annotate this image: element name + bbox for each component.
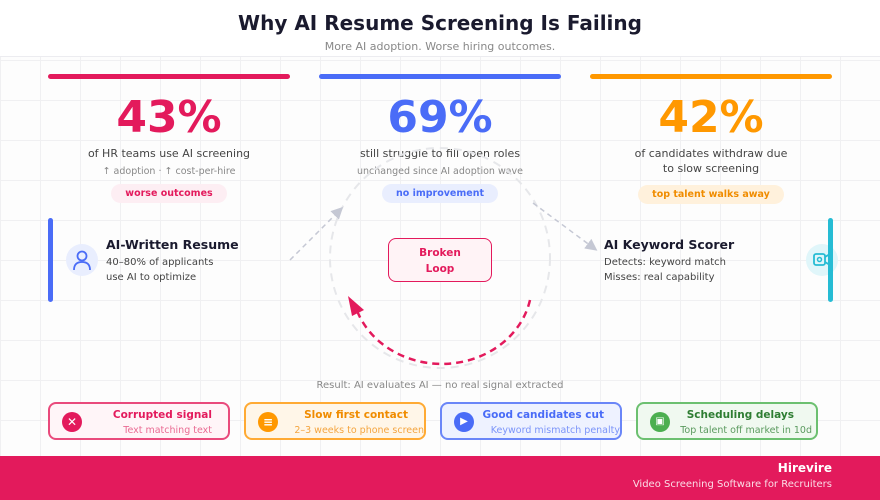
card-title: Good candidates cut (482, 409, 604, 421)
red-loop-arrow (354, 299, 532, 366)
stat-open-roles: 69% still struggle to fill open roles un… (319, 74, 561, 203)
stat-badge: top talent walks away (638, 185, 784, 204)
page-title: Why AI Resume Screening Is Failing (238, 11, 642, 35)
card-title: Scheduling delays (686, 409, 794, 421)
node-ai-written-resume: AI-Written Resume 40–80% of applicants u… (106, 237, 239, 285)
stat-value: 43% (116, 92, 222, 143)
result-text: Result: AI evaluates AI — no real signal… (316, 380, 564, 391)
left-accent (48, 218, 53, 302)
header: Why AI Resume Screening Is Failing More … (0, 0, 880, 57)
stat-value: 69% (387, 92, 493, 143)
stat-desc: to slow screening (662, 162, 760, 175)
stat-value: 42% (658, 92, 764, 143)
arrowhead-icon (348, 296, 364, 316)
node-line: Misses: real capability (604, 272, 715, 283)
card-good-candidates-cut: ▶ Good candidates cut Keyword mismatch p… (440, 402, 622, 440)
card-title: Slow first contact (304, 409, 408, 421)
loop-label: Broken (419, 247, 461, 259)
arrow-to-right (532, 202, 598, 251)
card-sub: Top talent off market in 10d (680, 425, 812, 436)
node-line: use AI to optimize (106, 272, 197, 283)
card-sub: Text matching text (123, 425, 212, 436)
stat-badge: worse outcomes (111, 184, 227, 203)
list-icon: ≡ (258, 412, 278, 432)
stat-hr-teams: 43% of HR teams use AI screening ↑ adopt… (48, 74, 290, 203)
accent-bar (319, 74, 561, 79)
play-icon: ▶ (454, 412, 474, 432)
card-title: Corrupted signal (112, 409, 212, 421)
node-title: AI Keyword Scorer (604, 237, 735, 252)
node-ai-keyword-scorer: AI Keyword Scorer Detects: keyword match… (604, 237, 734, 285)
footer: Hirevire Video Screening Software for Re… (0, 456, 880, 500)
card-scheduling-delays: ▣ Scheduling delays Top talent off marke… (636, 402, 818, 440)
node-title: AI-Written Resume (106, 237, 239, 252)
stat-badge: no improvement (381, 184, 499, 203)
stat-desc: of HR teams use AI screening (87, 147, 251, 160)
node-line: Detects: keyword match (604, 257, 726, 268)
right-accent (828, 218, 833, 302)
card-corrupted-signal: ✕ Corrupted signal Text matching text (48, 402, 230, 440)
stat-withdraw: 42% of candidates withdraw due to slow s… (590, 74, 832, 204)
page-subtitle: More AI adoption. Worse hiring outcomes. (324, 40, 556, 53)
card-sub: 2–3 weeks to phone screen (294, 425, 424, 436)
accent-bar (590, 74, 832, 79)
stat-desc: still struggle to fill open roles (359, 147, 521, 160)
card-sub: Keyword mismatch penalty (490, 425, 620, 436)
stat-note: ↑ adoption · ↑ cost-per-hire (102, 166, 236, 177)
brand-tagline: Video Screening Software for Recruiters (632, 479, 832, 490)
brand-name: Hirevire (777, 461, 832, 475)
stat-note: unchanged since AI adoption wave (356, 166, 524, 177)
x-icon: ✕ (62, 412, 82, 432)
user-icon (66, 244, 98, 276)
broken-loop-box: Broken Loop (388, 238, 492, 282)
accent-bar (48, 74, 290, 79)
loop-circle (329, 147, 551, 369)
loop-label: Loop (425, 263, 455, 275)
stat-desc: of candidates withdraw due (634, 147, 788, 160)
node-line: 40–80% of applicants (106, 257, 214, 268)
camera-icon (806, 244, 838, 276)
calendar-icon: ▣ (650, 412, 670, 432)
card-slow-first-contact: ≡ Slow first contact 2–3 weeks to phone … (244, 402, 426, 440)
arrow-to-top (289, 206, 344, 261)
